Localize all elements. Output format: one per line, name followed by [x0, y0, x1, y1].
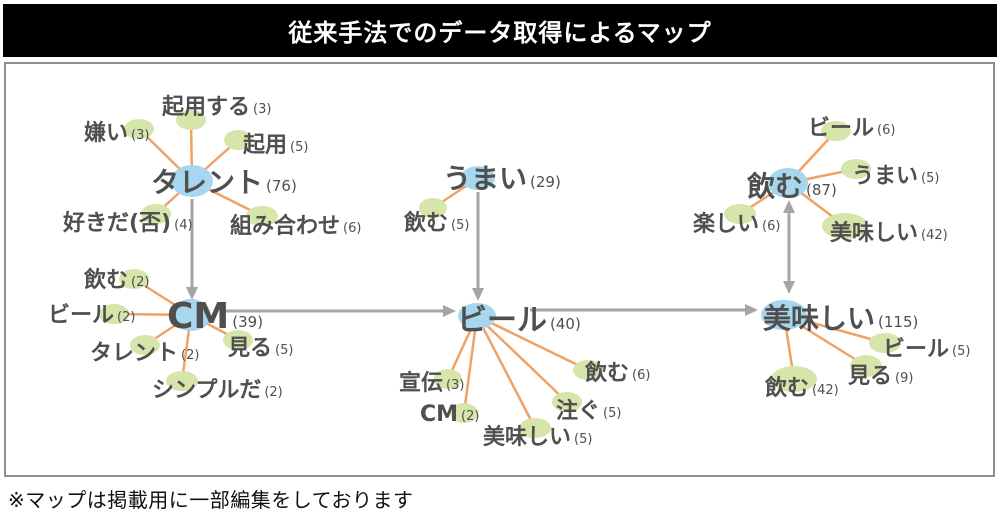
footnote: ※マップは掲載用に一部編集をしております — [8, 488, 414, 512]
map-frame — [4, 62, 995, 477]
title-bar: 従来手法でのデータ取得によるマップ — [3, 4, 997, 57]
page-title: 従来手法でのデータ取得によるマップ — [288, 19, 712, 47]
